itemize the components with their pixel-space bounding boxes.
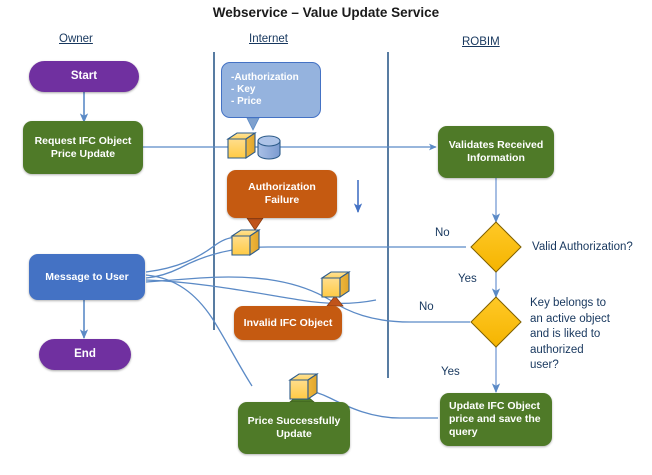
cube-icon-invalid-object <box>320 270 351 299</box>
lane-title-internet: Internet <box>249 33 288 45</box>
node-price-ok-label: Price Successfully Update <box>247 415 341 440</box>
node-auth-failure-label: Authorization Failure <box>248 181 316 206</box>
page-title: Webservice – Value Update Service <box>212 5 440 20</box>
node-message-to-user[interactable]: Message to User <box>29 254 145 300</box>
cube-icon-price-updated <box>288 372 319 401</box>
node-end[interactable]: End <box>39 339 131 370</box>
lane-title-robim: ROBIM <box>462 36 500 48</box>
database-cylinder-icon <box>257 135 281 160</box>
key-question-line-3: and is liked to <box>530 328 601 341</box>
node-update-ifc-object[interactable]: Update IFC Object price and save the que… <box>440 393 552 446</box>
node-message-label: Message to User <box>45 270 129 283</box>
decision-key-belongs-question: Key belongs to an active object and is l… <box>530 296 646 374</box>
payload-line-price: - Price <box>231 96 262 108</box>
decision-valid-authorization-question: Valid Authorization? <box>532 241 633 253</box>
node-update-label: Update IFC Object price and save the que… <box>449 400 541 438</box>
lane-title-owner: Owner <box>59 33 93 45</box>
node-price-successfully-update[interactable]: Price Successfully Update <box>238 402 350 454</box>
node-invalid-object-label: Invalid IFC Object <box>243 316 333 329</box>
cube-icon-payload <box>226 131 257 160</box>
node-authorization-failure[interactable]: Authorization Failure <box>227 170 337 218</box>
key-question-line-1: Key belongs to <box>530 297 607 309</box>
edge-no2-curve <box>145 276 411 323</box>
node-request-ifc-price-update[interactable]: Request IFC Object Price Update <box>23 121 143 174</box>
edge-label-yes-1: Yes <box>458 273 477 285</box>
decision-key-belongs-shape <box>470 296 522 348</box>
node-validates-received-information[interactable]: Validates Received Information <box>438 126 554 178</box>
cube-icon-auth-failure <box>230 228 261 257</box>
payload-line-authorization: -Authorization <box>231 71 299 83</box>
node-validates-label: Validates Received Information <box>448 139 544 164</box>
payload-line-key: - Key <box>231 83 256 95</box>
key-question-line-4: authorized <box>530 343 584 356</box>
edge-authfail-to-cube <box>246 217 264 231</box>
node-payload-authorization-key-price[interactable]: -Authorization - Key - Price <box>221 62 321 118</box>
key-question-line-2: an active object <box>530 312 610 325</box>
node-end-label: End <box>74 348 96 361</box>
edge-label-no-2: No <box>419 301 434 313</box>
node-request-label: Request IFC Object Price Update <box>34 134 132 160</box>
edge-label-no-1: No <box>435 227 450 239</box>
edge-msg-curve-down <box>145 274 253 387</box>
node-start-label: Start <box>70 70 98 83</box>
edge-msg-curve-mid <box>145 279 377 305</box>
decision-valid-authorization-shape <box>470 221 522 273</box>
key-question-line-5: user? <box>530 359 559 372</box>
edge-label-yes-2: Yes <box>441 366 460 378</box>
node-invalid-ifc-object[interactable]: Invalid IFC Object <box>234 306 342 340</box>
node-start[interactable]: Start <box>29 61 139 92</box>
